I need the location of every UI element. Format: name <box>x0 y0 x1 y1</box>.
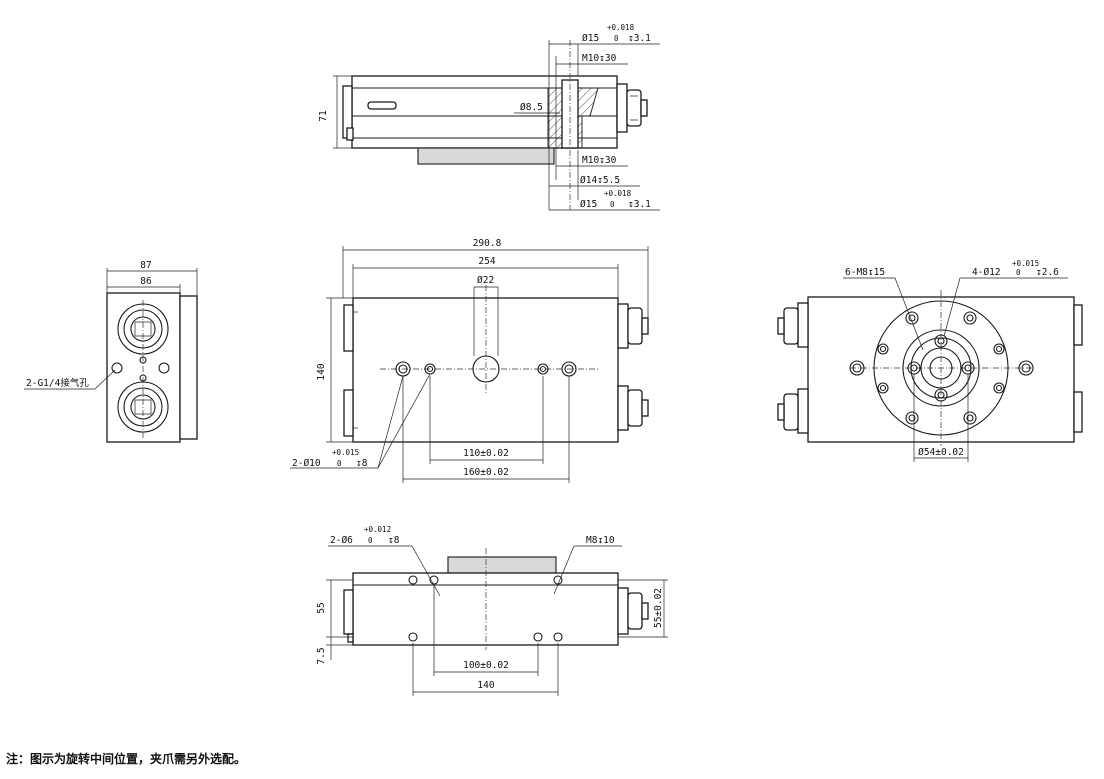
bore-upper: Ø15 <box>582 33 599 44</box>
dim-87: 87 <box>140 260 151 271</box>
dim-110: 110±0.02 <box>463 448 509 459</box>
bore-lower: Ø15 <box>580 199 597 210</box>
tol-lower-zero: 0 <box>610 200 615 209</box>
bore-14: Ø14↧5.5 <box>580 175 620 186</box>
dim-160: 160±0.02 <box>463 467 509 478</box>
end-pin-zero: 0 <box>1016 268 1021 277</box>
dim-7-5: 7.5 <box>316 647 327 664</box>
end-view: 6-M8↧15 +0.015 4-Ø12 0 ↧2.6 Ø54±0.02 <box>777 259 1083 462</box>
front-tol-015: +0.015 <box>332 448 359 457</box>
dim-86: 86 <box>140 276 152 287</box>
port-label: 2-G1/4接气孔 <box>26 377 89 389</box>
bore-8-5: Ø8.5 <box>520 102 543 113</box>
bottom-view: +0.012 2-Ø6 0 ↧8 M8↧10 55 7.5 55±0.02 10… <box>316 525 668 696</box>
dim-140: 140 <box>316 363 327 380</box>
depth-lower: ↧3.1 <box>628 199 651 210</box>
dim-71: 71 <box>318 110 329 122</box>
footnote: 注：图示为旋转中间位置，夹爪需另外选配。 <box>6 752 247 766</box>
dim-55-tol: 55±0.02 <box>653 588 664 628</box>
bottom-tol-012: +0.012 <box>364 525 391 534</box>
thread-upper: M10↧30 <box>582 53 617 64</box>
front-pin-label: 2-Ø10 <box>292 458 321 469</box>
front-pin-depth: ↧8 <box>356 458 368 469</box>
dim-54: Ø54±0.02 <box>918 447 964 458</box>
end-thread-label: 6-M8↧15 <box>845 267 885 278</box>
front-pin-zero: 0 <box>337 459 342 468</box>
top-view-slot <box>367 101 397 110</box>
dim-100: 100±0.02 <box>463 660 509 671</box>
top-view: 71 +0.018 Ø15 0 ↧3.1 M10↧30 Ø8.5 M10↧30 … <box>318 23 660 211</box>
bottom-pin-depth: ↧8 <box>388 535 400 546</box>
tol-lower: +0.018 <box>604 189 632 198</box>
dim-254: 254 <box>478 256 495 267</box>
bottom-pin-zero: 0 <box>368 536 373 545</box>
end-tol-015: +0.015 <box>1012 259 1039 268</box>
depth-upper: ↧3.1 <box>628 33 651 44</box>
tol-upper-zero: 0 <box>614 34 619 43</box>
end-pin-label: 4-Ø12 <box>972 267 1001 278</box>
thread-lower: M10↧30 <box>582 155 617 166</box>
bottom-view-body <box>352 572 619 646</box>
bore-22: Ø22 <box>477 275 494 286</box>
end-pin-depth: ↧2.6 <box>1036 267 1059 278</box>
tol-upper: +0.018 <box>607 23 635 32</box>
side-view-body <box>106 292 181 443</box>
dim-55: 55 <box>316 602 327 613</box>
bottom-thread-label: M8↧10 <box>586 535 615 546</box>
front-view: 290.8 254 Ø22 140 +0.015 2-Ø10 0 ↧8 110±… <box>290 238 649 483</box>
front-view-body <box>352 297 619 443</box>
side-view: 87 86 2-G1/4接气孔 <box>24 260 198 443</box>
bottom-pin-label: 2-Ø6 <box>330 535 353 546</box>
dim-140-bottom: 140 <box>477 680 494 691</box>
bottom-view-plate <box>447 556 557 574</box>
dim-290-8: 290.8 <box>473 238 502 249</box>
top-view-bottom-plate <box>417 147 555 165</box>
